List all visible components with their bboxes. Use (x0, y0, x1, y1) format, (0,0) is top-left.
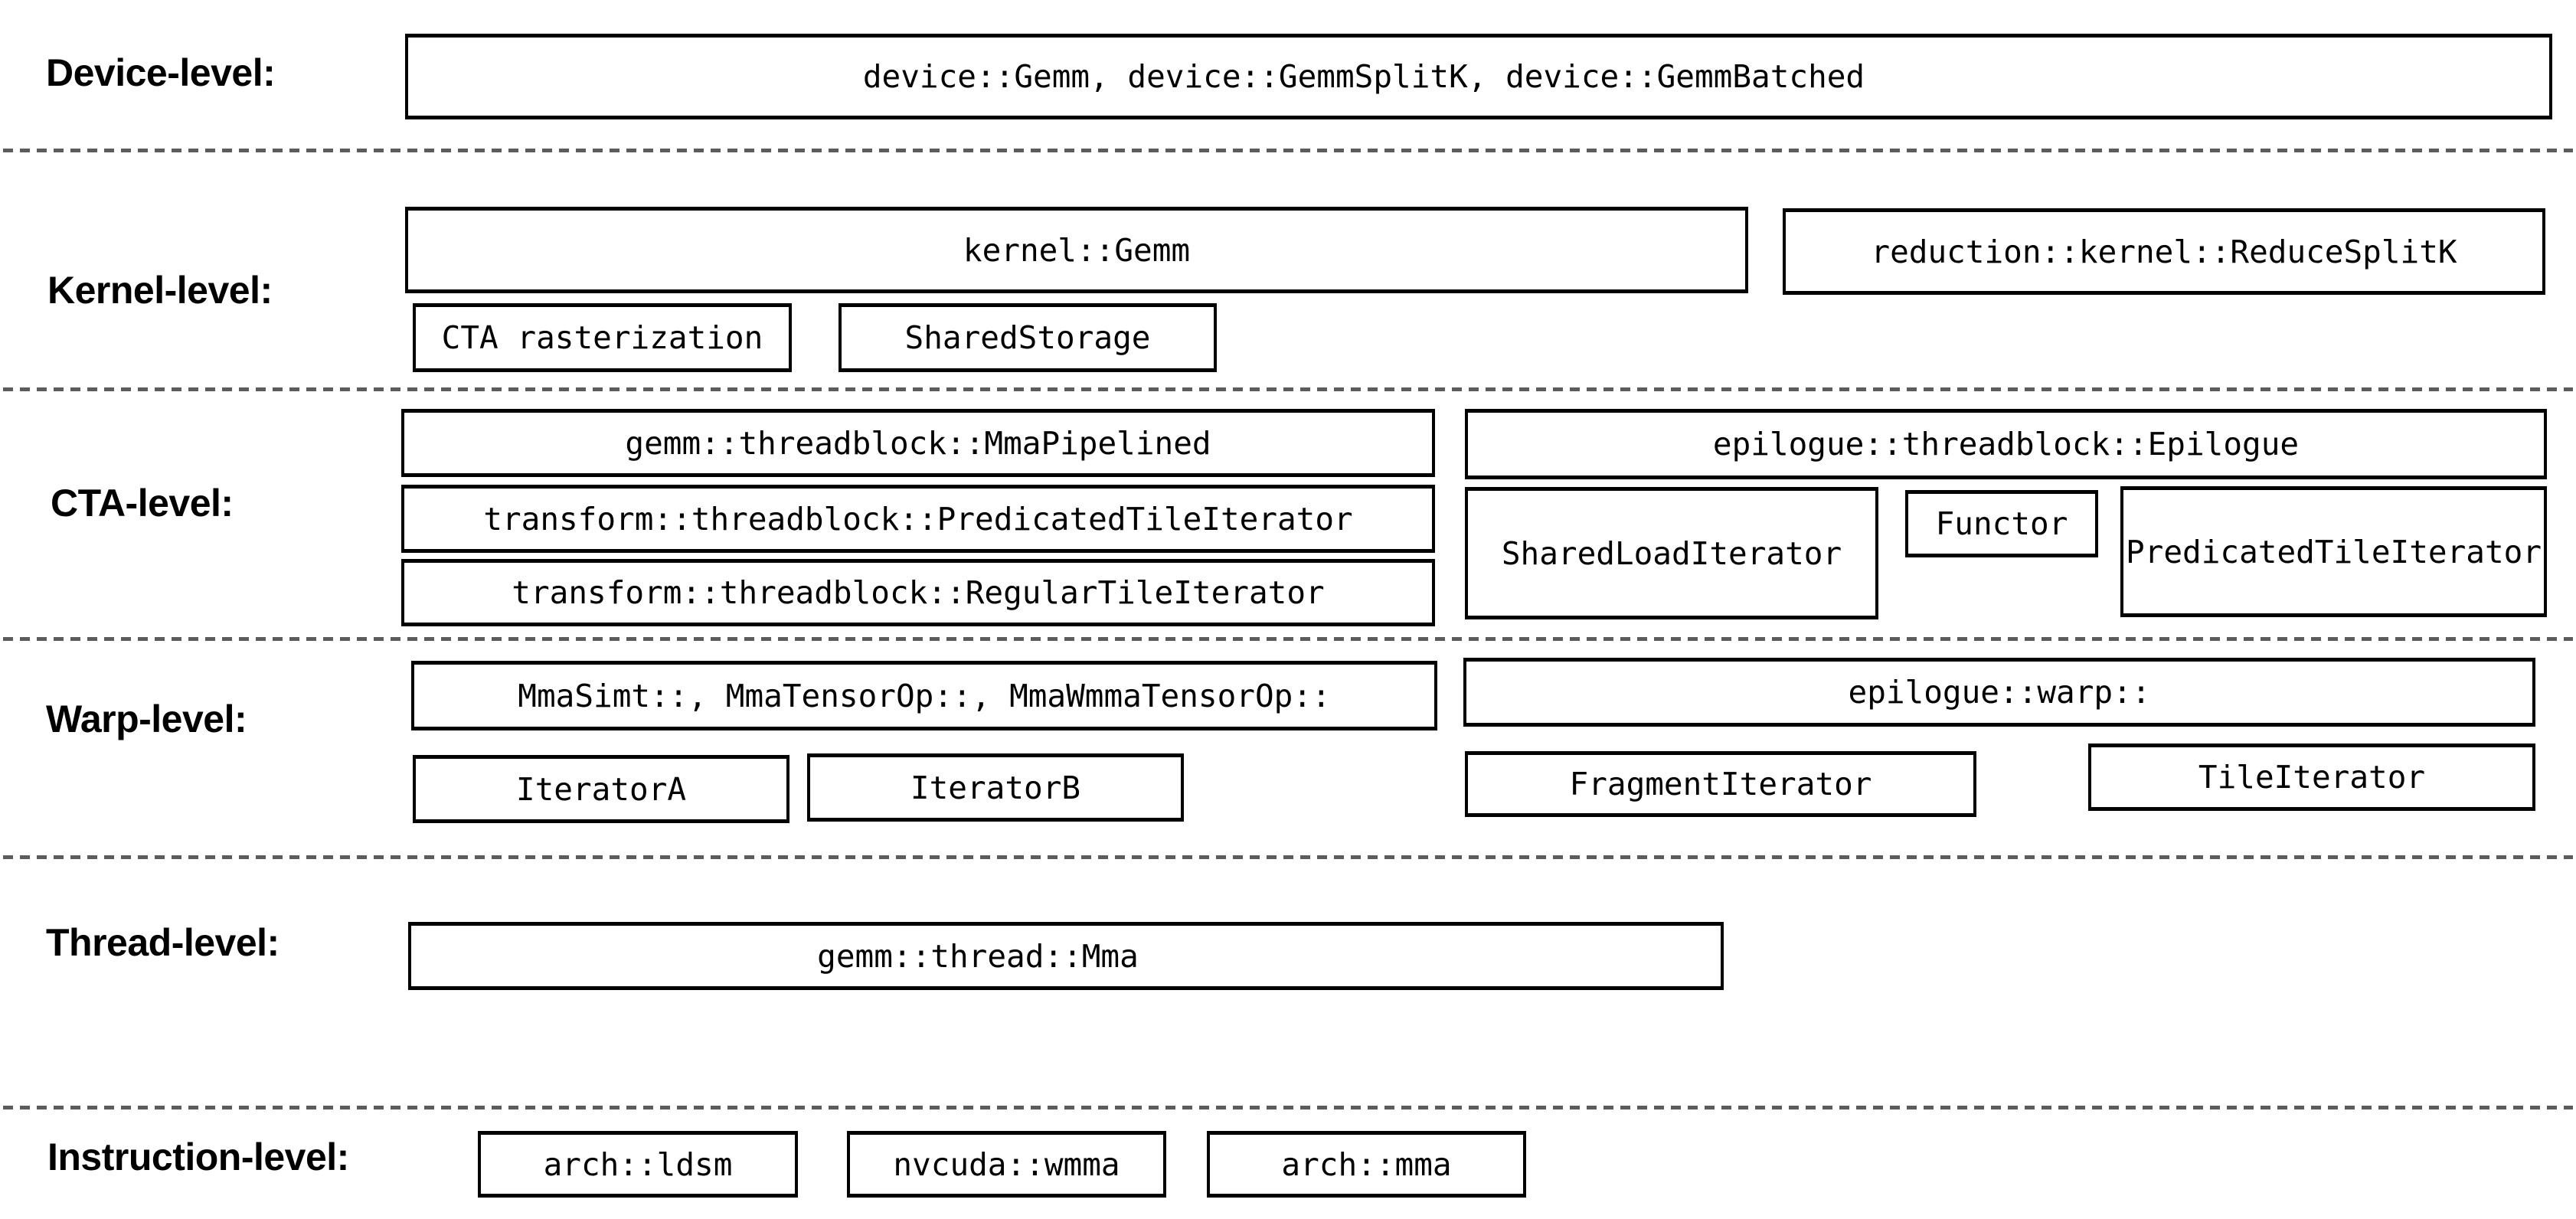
box-sharedloaditerator: SharedLoadIterator (1465, 487, 1878, 619)
separator-thread-instruction (3, 1106, 2573, 1110)
box-cta-rasterization: CTA rasterization (413, 303, 792, 372)
level-label-cta: CTA-level: (51, 482, 234, 525)
box-device-gemm: device::Gemm, device::GemmSplitK, device… (405, 34, 2552, 119)
level-label-kernel: Kernel-level: (47, 269, 273, 312)
box-functor: Functor (1905, 490, 2098, 557)
separator-warp-thread (3, 855, 2573, 859)
box-epilogue-warp: epilogue::warp:: (1463, 658, 2535, 727)
box-predicatedtileiterator: PredicatedTileIterator (2120, 486, 2547, 617)
box-warp-mma-variants: MmaSimt::, MmaTensorOp::, MmaWmmaTensorO… (411, 661, 1437, 730)
separator-cta-warp (3, 637, 2573, 641)
box-gemm-threadblock-mmapipelined: gemm::threadblock::MmaPipelined (401, 409, 1435, 477)
level-label-device: Device-level: (46, 51, 276, 94)
box-fragmentiterator: FragmentIterator (1465, 751, 1976, 817)
box-arch-mma: arch::mma (1207, 1131, 1526, 1198)
level-label-warp: Warp-level: (46, 698, 247, 740)
box-iteratorb: IteratorB (807, 753, 1184, 822)
level-label-instruction: Instruction-level: (47, 1136, 349, 1178)
box-iteratora: IteratorA (413, 755, 789, 823)
box-nvcuda-wmma: nvcuda::wmma (847, 1131, 1166, 1198)
box-transform-threadblock-predicatedtileiterator: transform::threadblock::PredicatedTileIt… (401, 485, 1435, 553)
separator-kernel-cta (3, 387, 2573, 391)
box-gemm-thread-mma: gemm::thread::Mma (408, 922, 1724, 990)
separator-device-kernel (3, 149, 2573, 152)
box-reduction-kernel-reducesplitk: reduction::kernel::ReduceSplitK (1783, 208, 2545, 295)
box-kernel-gemm: kernel::Gemm (405, 207, 1748, 293)
box-tileiterator: TileIterator (2088, 743, 2535, 811)
level-label-thread: Thread-level: (46, 921, 280, 964)
box-sharedstorage: SharedStorage (839, 303, 1217, 372)
box-arch-ldsm: arch::ldsm (478, 1131, 798, 1198)
box-transform-threadblock-regulartileiterator: transform::threadblock::RegularTileItera… (401, 559, 1435, 626)
box-epilogue-threadblock-epilogue: epilogue::threadblock::Epilogue (1465, 409, 2547, 479)
